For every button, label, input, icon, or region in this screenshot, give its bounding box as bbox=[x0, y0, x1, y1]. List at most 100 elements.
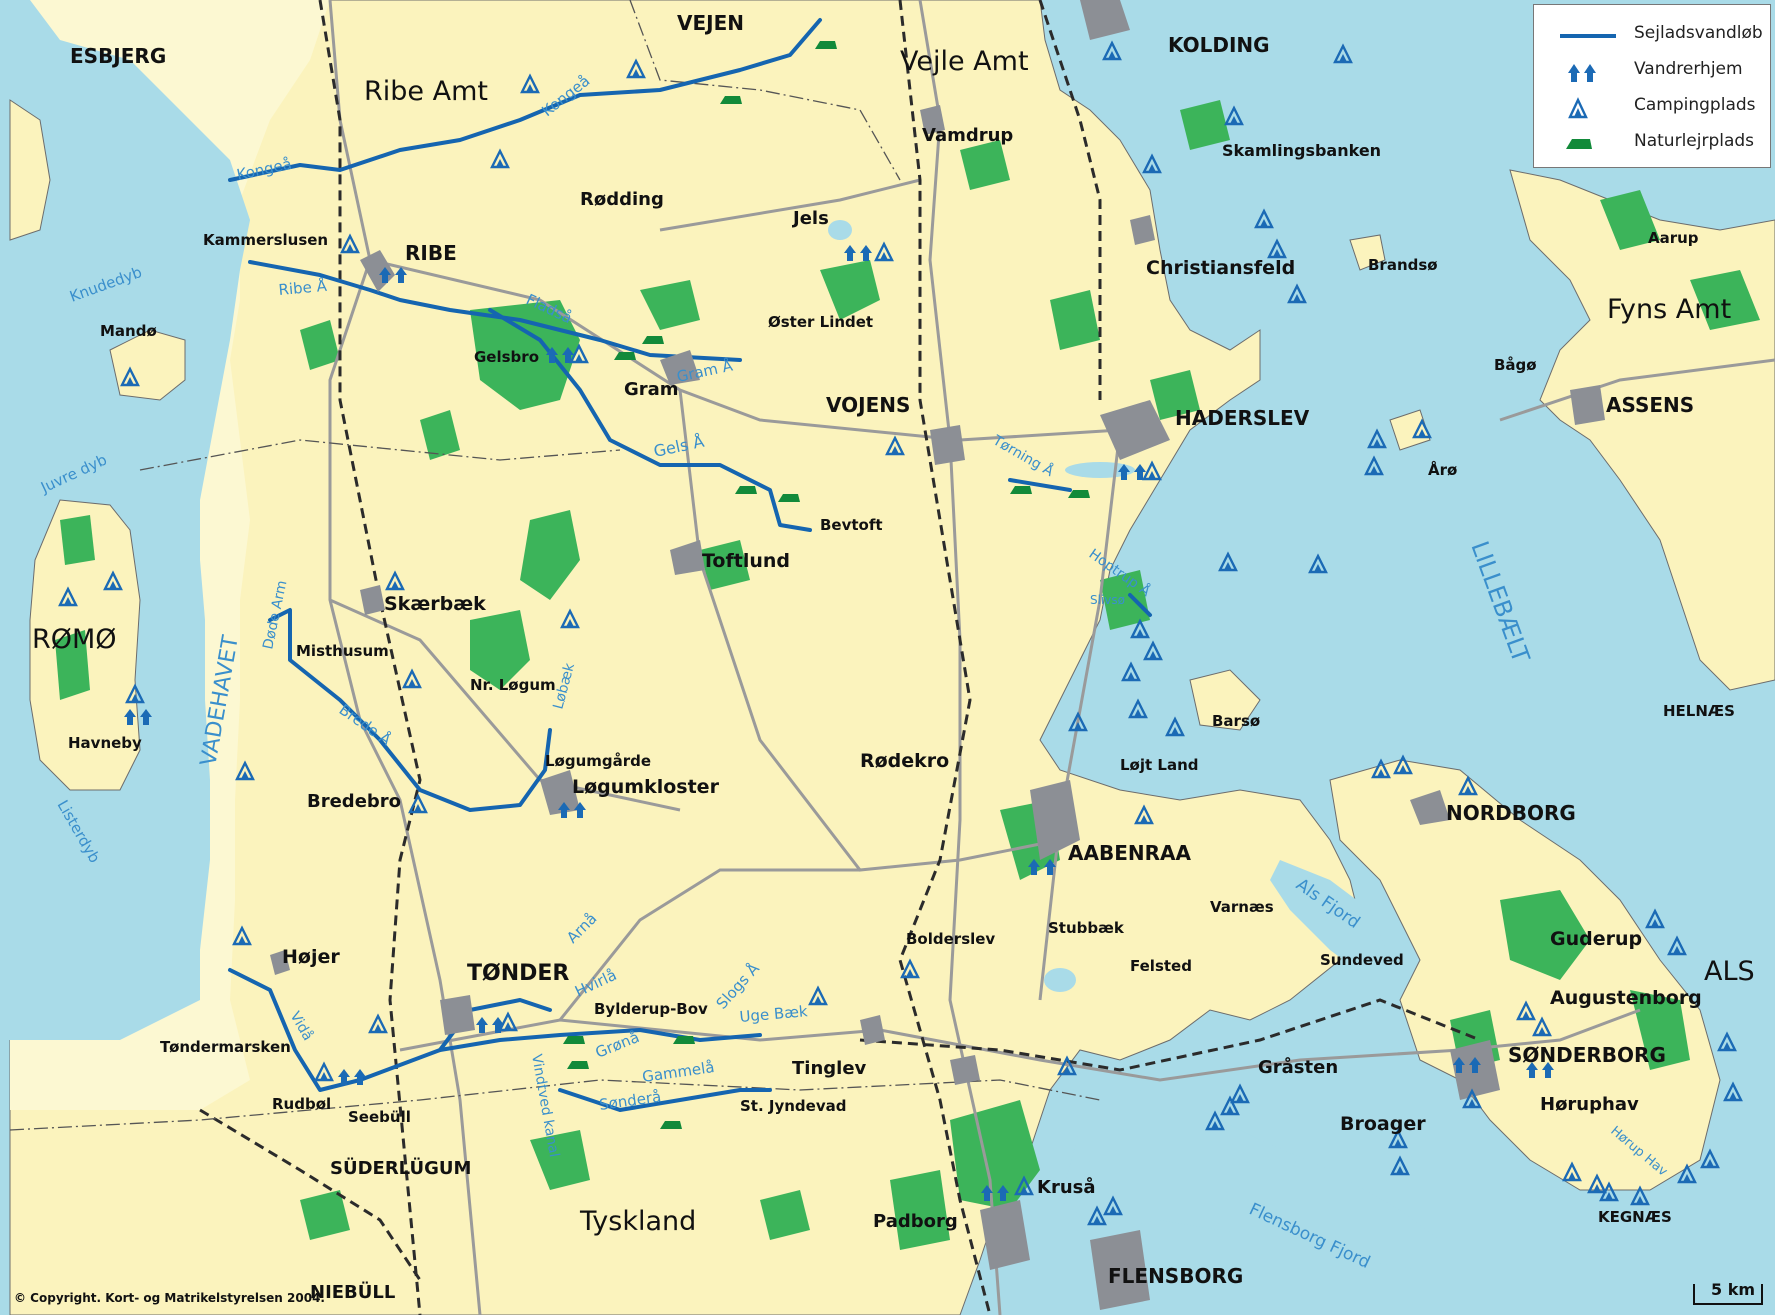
railway-layer bbox=[199, 0, 1481, 1315]
brandso-island bbox=[1349, 234, 1386, 271]
als-island bbox=[1329, 759, 1721, 1191]
label-sonderborg: SØNDERBORG bbox=[1508, 1043, 1666, 1067]
label-vejle-amt: Vejle Amt bbox=[900, 46, 1029, 77]
label-gelsbro: Gelsbro bbox=[474, 348, 539, 366]
label-barso: Barsø bbox=[1212, 712, 1260, 730]
label-tondermarsken: Tøndermarsken bbox=[160, 1038, 291, 1056]
legend-row-nature-camp: Naturlejrplads bbox=[1534, 127, 1770, 157]
nature-camp-icon bbox=[1566, 139, 1592, 149]
label-augustenborg: Augustenborg bbox=[1550, 987, 1702, 1009]
label-jels: Jels bbox=[791, 208, 829, 229]
label-nordborg: NORDBORG bbox=[1446, 801, 1576, 825]
label-kammerslusen: Kammerslusen bbox=[203, 231, 328, 249]
camping-icon bbox=[1568, 97, 1588, 119]
label-ribe-a: Ribe Å bbox=[278, 276, 329, 299]
legend-row-navigable-river: Sejladsvandløb bbox=[1534, 19, 1770, 49]
town-layer bbox=[270, 0, 1605, 1310]
labels-layer: Ribe Amt Vejle Amt Fyns Amt Tyskland RØM… bbox=[32, 11, 1755, 1303]
label-rodding: Rødding bbox=[580, 189, 664, 210]
barso-island bbox=[1189, 669, 1261, 731]
border-layer bbox=[9, 0, 1101, 1131]
line-icon bbox=[1560, 34, 1616, 38]
label-gram: Gram bbox=[624, 379, 679, 400]
ribe-a-river bbox=[248, 260, 742, 362]
label-vojens: VOJENS bbox=[826, 393, 910, 417]
sondera-river bbox=[558, 1088, 772, 1112]
label-rodekro: Rødekro bbox=[860, 750, 949, 772]
label-nr-logum: Nr. Løgum bbox=[470, 676, 556, 694]
label-varnaes: Varnæs bbox=[1210, 898, 1274, 916]
label-brandso: Brandsø bbox=[1368, 256, 1438, 274]
label-oster-lindet: Øster Lindet bbox=[768, 313, 873, 331]
label-tonder: TØNDER bbox=[467, 961, 569, 986]
label-vejen: VEJEN bbox=[677, 11, 744, 35]
label-guderup: Guderup bbox=[1550, 928, 1642, 950]
label-bevtoft: Bevtoft bbox=[820, 516, 883, 534]
fano-north bbox=[9, 99, 51, 241]
als-fjord-water bbox=[1270, 860, 1390, 980]
label-logumgaarde: Løgumgårde bbox=[545, 752, 651, 770]
label-logumkloster: Løgumkloster bbox=[572, 776, 720, 798]
label-als: ALS bbox=[1704, 956, 1755, 987]
label-stubbaek: Stubbæk bbox=[1048, 919, 1125, 937]
label-kolding: KOLDING bbox=[1168, 33, 1270, 57]
label-ribe-amt: Ribe Amt bbox=[364, 76, 488, 107]
aro-island bbox=[1389, 409, 1431, 451]
river-layer bbox=[228, 18, 1152, 1112]
label-padborg: Padborg bbox=[873, 1211, 958, 1232]
label-lillebaelt: LILLEBÆLT bbox=[1465, 537, 1535, 666]
legend-label: Vandrerhjem bbox=[1634, 59, 1743, 79]
label-helnaes: HELNÆS bbox=[1663, 702, 1735, 720]
label-rudbol: Rudbøl bbox=[272, 1095, 331, 1113]
label-romo: RØMØ bbox=[32, 624, 117, 655]
hostel-icon bbox=[1568, 64, 1596, 82]
copyright-text: © Copyright. Kort- og Matrikelstyrelsen … bbox=[14, 1291, 325, 1305]
haderslev-lake bbox=[1065, 462, 1135, 478]
scale-label: 5 km bbox=[1711, 1280, 1756, 1299]
label-kegnaes: KEGNÆS bbox=[1598, 1208, 1672, 1226]
label-hojer: Højer bbox=[282, 946, 340, 968]
label-broager: Broager bbox=[1340, 1113, 1426, 1135]
label-bredebro: Bredebro bbox=[307, 791, 401, 812]
brede-a-river bbox=[268, 608, 552, 812]
label-krusaa: Kruså bbox=[1037, 1176, 1096, 1198]
label-skamlingsbanken: Skamlingsbanken bbox=[1222, 141, 1381, 160]
map-legend: Sejladsvandløb Vandrerhjem Campingplads … bbox=[1533, 4, 1771, 168]
label-assens: ASSENS bbox=[1606, 393, 1694, 417]
label-christiansfeld: Christiansfeld bbox=[1146, 257, 1295, 279]
kongea-river bbox=[228, 18, 822, 182]
aabenraa-lake bbox=[1044, 968, 1076, 992]
label-flensborg: FLENSBORG bbox=[1108, 1264, 1243, 1288]
label-misthusum: Misthusum bbox=[296, 642, 389, 660]
label-toftlund: Toftlund bbox=[702, 550, 790, 572]
torning-river bbox=[1008, 478, 1072, 492]
label-sundeved: Sundeved bbox=[1320, 951, 1404, 969]
label-niebull: NIEBÜLL bbox=[310, 1281, 395, 1303]
label-aarup: Aarup bbox=[1648, 229, 1699, 247]
label-bylderup-bov: Bylderup-Bov bbox=[594, 1000, 708, 1018]
label-vamdrup: Vamdrup bbox=[922, 125, 1013, 146]
label-fyns-amt: Fyns Amt bbox=[1607, 294, 1731, 325]
legend-row-hostel: Vandrerhjem bbox=[1534, 55, 1770, 85]
hoptrup-river bbox=[1128, 593, 1152, 617]
jels-lake bbox=[828, 220, 852, 240]
label-felsted: Felsted bbox=[1130, 957, 1192, 975]
label-bolderslev: Bolderslev bbox=[906, 930, 995, 948]
label-tinglev: Tinglev bbox=[792, 1058, 867, 1079]
scale-bar bbox=[1693, 1284, 1763, 1305]
label-haderslev: HADERSLEV bbox=[1175, 406, 1310, 430]
fyn-land bbox=[1509, 169, 1775, 691]
label-uge-baek: Uge Bæk bbox=[739, 1002, 809, 1026]
label-mando: Mandø bbox=[100, 322, 157, 340]
label-ribe: RIBE bbox=[405, 241, 457, 265]
label-esbjerg: ESBJERG bbox=[70, 44, 166, 68]
legend-row-camping: Campingplads bbox=[1534, 91, 1770, 121]
label-bago: Bågø bbox=[1494, 356, 1537, 374]
legend-label: Sejladsvandløb bbox=[1634, 23, 1763, 43]
flensborg-fjord-water bbox=[1060, 1090, 1440, 1270]
label-havneby: Havneby bbox=[68, 734, 142, 752]
label-skaerbaek: Skærbæk bbox=[384, 593, 486, 615]
label-seebull: Seebüll bbox=[348, 1108, 411, 1126]
label-st-jyndevad: St. Jyndevad bbox=[740, 1097, 846, 1115]
